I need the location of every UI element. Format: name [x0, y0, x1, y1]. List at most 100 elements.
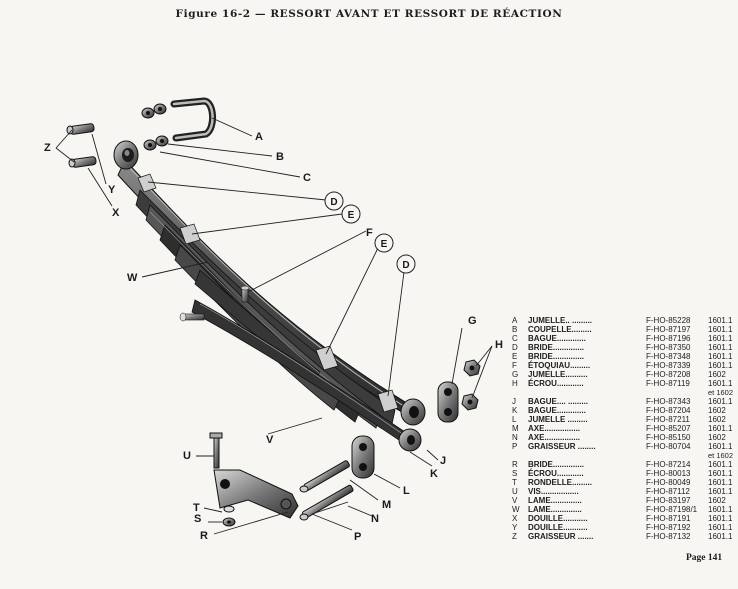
part-name: DOUILLE...........	[528, 523, 588, 532]
label-a: A	[255, 131, 263, 143]
part-letter: Z	[512, 532, 517, 541]
label-s: S	[194, 513, 201, 525]
part-reference: F-HO-85207	[646, 424, 691, 433]
part-name: DOUILLE...........	[528, 514, 588, 523]
part-reference: F-HO-87350	[646, 343, 691, 352]
part-letter: W	[512, 505, 520, 514]
part-reference: F-HO-87112	[646, 487, 690, 496]
part-code: 1601.1	[708, 505, 733, 514]
label-p: P	[354, 531, 361, 543]
part-name: LAME..............	[528, 505, 582, 514]
part-letter: Y	[512, 523, 518, 532]
parts-row: et 1602	[512, 388, 736, 397]
part-name: BAGUE.............	[528, 406, 586, 415]
label-c: C	[303, 172, 311, 184]
part-reference: F-HO-87204	[646, 406, 691, 415]
front-eye	[113, 140, 139, 170]
nuts-h	[461, 359, 481, 411]
centre-bolt	[240, 285, 250, 303]
label-e-2: E	[381, 239, 388, 250]
part-name: BRIDE..............	[528, 352, 585, 361]
part-reference: F-HO-87196	[646, 334, 691, 343]
part-letter	[512, 451, 528, 460]
label-m: M	[382, 499, 391, 511]
part-name: BRIDE..............	[528, 460, 585, 469]
part-code: et 1602	[708, 451, 734, 460]
page-number: Page 141	[686, 553, 723, 563]
part-letter: V	[512, 496, 518, 505]
part-letter: E	[512, 352, 518, 361]
part-code: et 1602	[708, 388, 734, 397]
part-name	[528, 451, 646, 460]
label-g: G	[468, 315, 477, 327]
label-n: N	[371, 513, 379, 525]
label-f: F	[366, 227, 373, 239]
part-reference: F-HO-80049	[646, 478, 691, 487]
part-reference: F-HO-87211	[646, 415, 690, 424]
nut-s-washer-t	[222, 505, 236, 527]
part-name: JUMELLE.. .........	[528, 316, 593, 325]
part-name: LAME..............	[528, 496, 582, 505]
label-w: W	[127, 272, 138, 284]
callout-labels: A B C D E F E D W V G H J K L M N P R S …	[44, 131, 503, 543]
part-reference: F-HO-83197	[646, 496, 691, 505]
part-name: ÉCROU............	[528, 379, 584, 388]
part-reference: F-HO-87348	[646, 352, 691, 361]
part-letter: D	[512, 343, 518, 352]
rear-eyes	[398, 398, 426, 452]
part-code: 1601.1	[708, 316, 733, 325]
parts-row: D BRIDE.............. F-HO-87350 1601.1	[512, 343, 736, 352]
part-name: BRIDE..............	[528, 343, 585, 352]
part-code: 1601.1	[708, 514, 733, 523]
part-code: 1601.1	[708, 361, 733, 370]
part-reference	[646, 388, 708, 397]
part-letter	[512, 388, 528, 397]
part-code: 1601.1	[708, 343, 733, 352]
part-code: 1601.1	[708, 478, 733, 487]
part-letter: J	[512, 397, 516, 406]
part-reference: F-HO-85228	[646, 316, 691, 325]
reaction-spring	[191, 299, 406, 443]
bolt-u	[209, 432, 223, 469]
part-code: 1601.1	[708, 532, 733, 541]
part-code: 1601.1	[708, 469, 733, 478]
part-reference: F-HO-87197	[646, 325, 691, 334]
shackle-l	[351, 435, 375, 479]
part-reference: F-HO-87191	[646, 514, 691, 523]
part-reference: F-HO-87198/1	[646, 505, 698, 514]
label-e: E	[348, 210, 355, 221]
part-letter: P	[512, 442, 518, 451]
part-letter: F	[512, 361, 517, 370]
part-code: 1602	[708, 370, 726, 379]
part-reference: F-HO-87192	[646, 523, 691, 532]
part-code: 1601.1	[708, 424, 733, 433]
part-reference: F-HO-87208	[646, 370, 691, 379]
part-name: ÉTOQUIAU.........	[528, 361, 591, 370]
part-code: 1602	[708, 496, 726, 505]
part-name: AXE................	[528, 424, 581, 433]
part-reference: F-HO-87119	[646, 379, 690, 388]
part-reference: F-HO-80013	[646, 469, 691, 478]
clamps	[137, 173, 399, 413]
part-code: 1602	[708, 433, 726, 442]
label-r: R	[200, 530, 208, 542]
part-name: GRAISSEUR .......	[528, 532, 594, 541]
parts-row: V LAME.............. F-HO-83197 1602	[512, 496, 736, 505]
part-code: 1601.1	[708, 379, 733, 388]
label-d: D	[330, 197, 337, 208]
part-letter: U	[512, 487, 518, 496]
